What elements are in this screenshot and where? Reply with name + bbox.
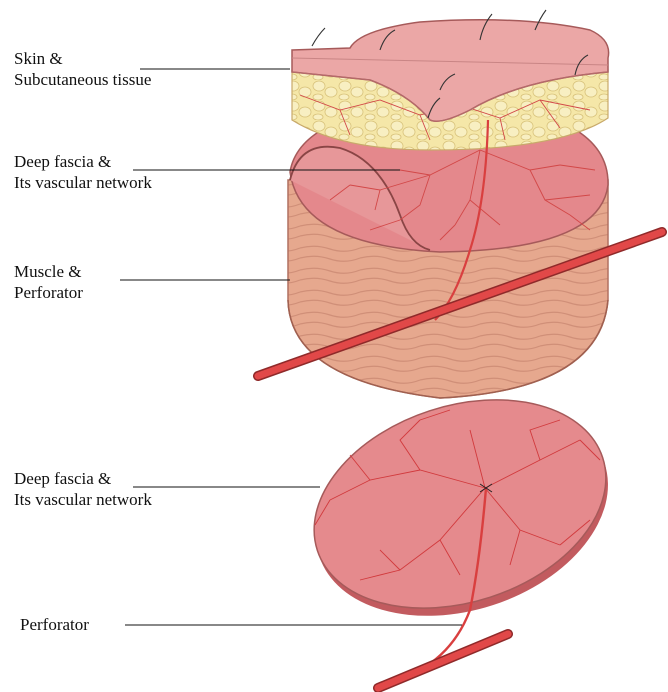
- source-artery-bottom: [378, 634, 508, 688]
- label-deep-fascia-bottom-line1: Deep fascia &: [14, 468, 152, 489]
- label-deep-fascia-bottom-line2: Its vascular network: [14, 489, 152, 510]
- label-deep-fascia-bottom: Deep fascia & Its vascular network: [14, 468, 152, 510]
- label-muscle: Muscle & Perforator: [14, 261, 83, 303]
- deep-fascia-disc: [287, 364, 636, 651]
- label-deep-fascia-top-line1: Deep fascia &: [14, 151, 152, 172]
- label-skin-line1: Skin &: [14, 48, 151, 69]
- label-skin: Skin & Subcutaneous tissue: [14, 48, 151, 90]
- label-perforator-line1: Perforator: [20, 614, 89, 635]
- label-skin-line2: Subcutaneous tissue: [14, 69, 151, 90]
- label-perforator: Perforator: [20, 614, 89, 635]
- label-muscle-line2: Perforator: [14, 282, 83, 303]
- label-muscle-line1: Muscle &: [14, 261, 83, 282]
- label-deep-fascia-top: Deep fascia & Its vascular network: [14, 151, 152, 193]
- label-deep-fascia-top-line2: Its vascular network: [14, 172, 152, 193]
